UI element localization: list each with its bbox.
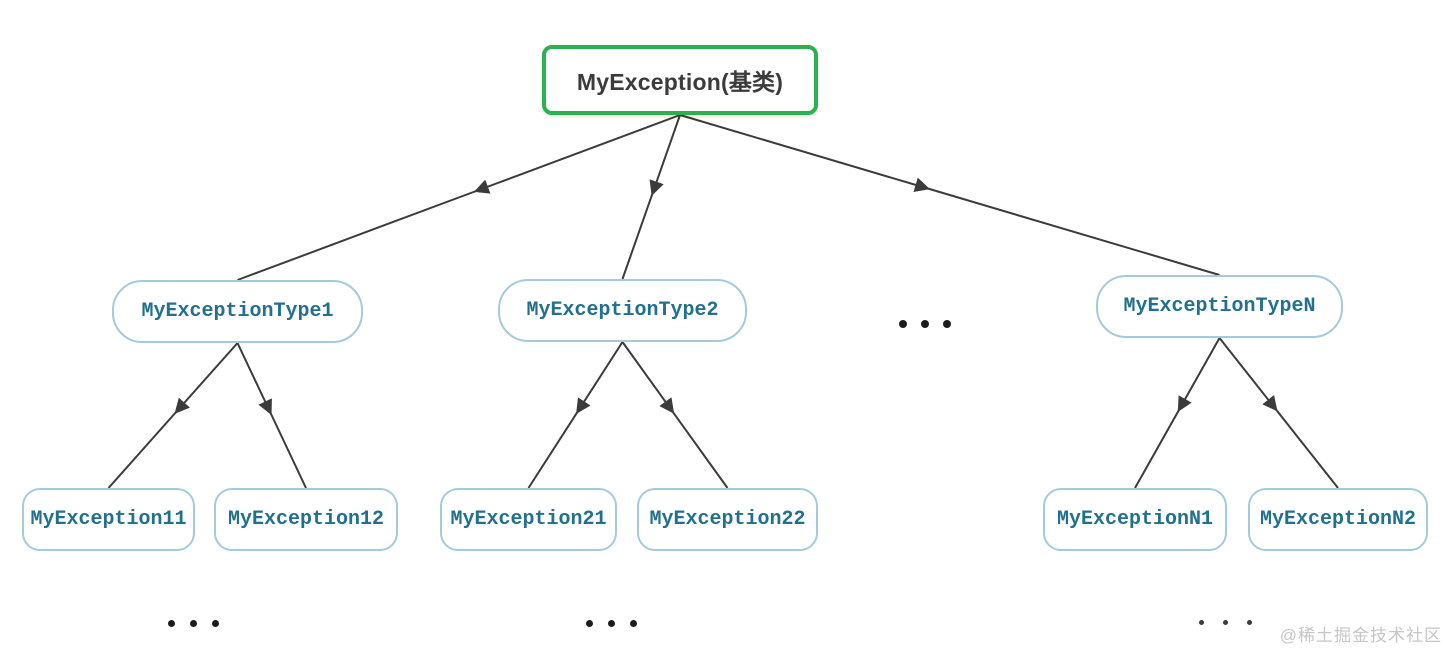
ellipsis-icon bbox=[899, 320, 951, 328]
node-myexceptiontypen: MyExceptionTypeN bbox=[1096, 275, 1343, 338]
dot bbox=[190, 620, 197, 627]
node-myexceptionn1: MyExceptionN1 bbox=[1043, 488, 1227, 551]
node-myexceptiontype2: MyExceptionType2 bbox=[498, 279, 747, 342]
ellipsis-icon bbox=[586, 620, 637, 627]
node-label: MyException11 bbox=[30, 508, 187, 531]
edge-root-t2 bbox=[621, 114, 681, 280]
edge-t2-e22 bbox=[621, 341, 729, 489]
edge-t1-e11 bbox=[107, 342, 239, 489]
node-label: MyExceptionTypeN bbox=[1123, 295, 1316, 318]
dot bbox=[899, 320, 907, 328]
edge-root-tN bbox=[679, 114, 1220, 276]
dot bbox=[630, 620, 637, 627]
edge-tN-eN2 bbox=[1218, 337, 1339, 489]
node-label: MyExceptionN2 bbox=[1259, 508, 1417, 531]
dot bbox=[1247, 620, 1252, 625]
edge-tN-eN1 bbox=[1134, 337, 1221, 489]
node-myexception12: MyException12 bbox=[214, 488, 398, 551]
dot bbox=[1223, 620, 1228, 625]
dot bbox=[608, 620, 615, 627]
dot bbox=[1199, 620, 1204, 625]
node-label: MyException21 bbox=[450, 508, 607, 531]
node-myexception21: MyException21 bbox=[440, 488, 617, 551]
edge-t2-e21 bbox=[527, 341, 624, 489]
dot bbox=[168, 620, 175, 627]
node-myexception22: MyException22 bbox=[637, 488, 818, 551]
node-label: MyException(基类) bbox=[576, 69, 784, 95]
dot bbox=[212, 620, 219, 627]
dot bbox=[586, 620, 593, 627]
node-label: MyException22 bbox=[649, 508, 806, 531]
ellipsis-icon bbox=[1199, 620, 1252, 625]
edge-t1-e12 bbox=[236, 342, 307, 489]
node-label: MyExceptionN1 bbox=[1056, 508, 1214, 531]
dot bbox=[943, 320, 951, 328]
ellipsis-icon bbox=[168, 620, 219, 627]
node-myexception11: MyException11 bbox=[22, 488, 195, 551]
edge-root-t1 bbox=[237, 114, 681, 281]
node-label: MyExceptionType1 bbox=[141, 300, 334, 323]
node-myexceptiontype1: MyExceptionType1 bbox=[112, 280, 363, 343]
node-label: MyExceptionType2 bbox=[526, 299, 719, 322]
node-label: MyException12 bbox=[227, 508, 385, 531]
node-myexceptionn2: MyExceptionN2 bbox=[1248, 488, 1428, 551]
node-myexception-base: MyException(基类) bbox=[542, 45, 818, 115]
dot bbox=[921, 320, 929, 328]
watermark: @稀土掘金技术社区 bbox=[1279, 626, 1442, 645]
